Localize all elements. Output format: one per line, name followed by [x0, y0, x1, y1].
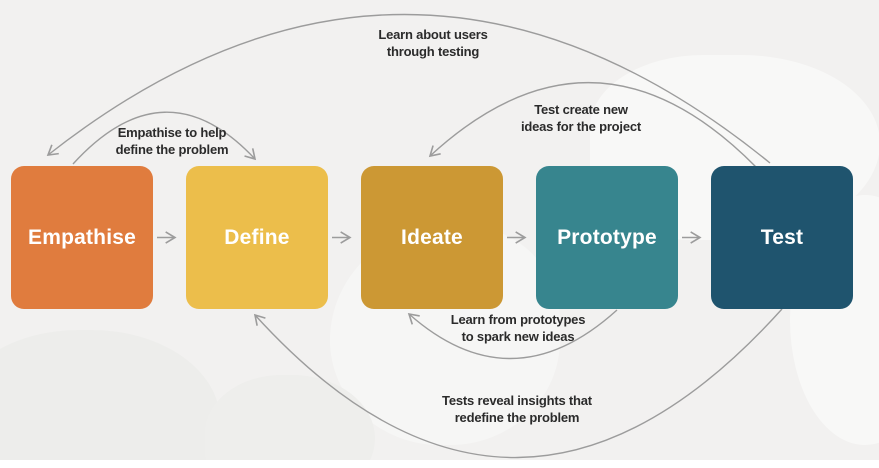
- annotation-line: Tests reveal insights that: [442, 393, 592, 408]
- stage-label-prototype: Prototype: [557, 225, 657, 249]
- annotation-line: through testing: [386, 44, 480, 60]
- arrow-test-to-empathise: [46, 13, 771, 164]
- stage-box-prototype[interactable]: Prototype: [536, 166, 678, 309]
- annotation-line: define the problem: [115, 142, 229, 158]
- stage-label-define: Define: [224, 225, 290, 249]
- annotation-tests-reveal-insights: Tests reveal insights that redefine the …: [442, 392, 592, 427]
- annotation-line: Empathise to help: [117, 125, 227, 140]
- annotation-empathise-to-help: Empathise to help define the problem: [116, 124, 229, 159]
- annotation-learn-from-prototypes: Learn from prototypes to spark new ideas: [450, 311, 586, 346]
- arrow-prototype-to-ideate: [407, 309, 618, 360]
- stage-label-test: Test: [760, 225, 804, 249]
- annotation-line: to spark new ideas: [461, 329, 575, 345]
- annotation-line: Learn from prototypes: [450, 312, 586, 327]
- stage-box-test[interactable]: Test: [711, 166, 853, 309]
- annotation-learn-about-users: Learn about users through testing: [378, 26, 487, 61]
- stage-label-empathise: Empathise: [28, 225, 136, 249]
- stage-label-ideate: Ideate: [401, 225, 463, 249]
- annotation-line: redefine the problem: [454, 410, 580, 426]
- stage-box-define[interactable]: Define: [186, 166, 328, 309]
- annotation-line: Test create new: [534, 102, 628, 117]
- stage-box-ideate[interactable]: Ideate: [361, 166, 503, 309]
- annotation-test-create-new-ideas: Test create new ideas for the project: [521, 101, 641, 136]
- bottom-white-strip: [0, 460, 879, 468]
- arrow-test-to-define: [253, 308, 783, 459]
- stage-box-empathise[interactable]: Empathise: [11, 166, 153, 309]
- arrow-empathise-to-define: [72, 111, 257, 165]
- annotation-line: ideas for the project: [520, 119, 642, 135]
- arrow-test-to-ideate: [428, 81, 757, 168]
- annotation-line: Learn about users: [378, 27, 488, 42]
